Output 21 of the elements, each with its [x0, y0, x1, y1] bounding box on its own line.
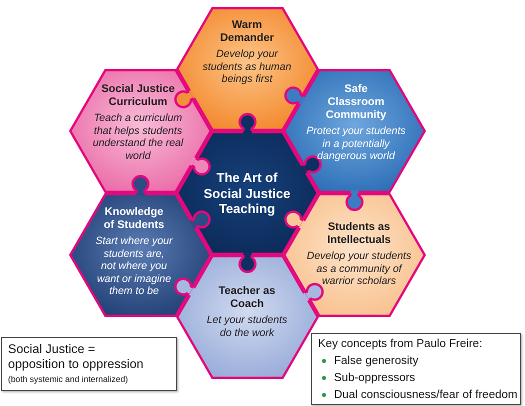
piece-description: Develop your students as human beings first	[202, 48, 292, 86]
note-heading: Key concepts from Paulo Freire:	[318, 337, 482, 351]
center-title: The Art of Social Justice Teaching	[202, 170, 292, 216]
note-box	[311, 333, 521, 405]
piece-description: Develop your students as a community of warrior scholars	[306, 250, 412, 288]
piece-description: Start where your students are, not where you want or imagine them to be	[95, 235, 173, 298]
piece-title: Knowledge of Students	[102, 206, 166, 232]
note-box	[1, 337, 177, 391]
piece-description: Protect your students in a potentially dangerous world	[305, 125, 407, 162]
piece-title: Warm Demander	[219, 19, 275, 45]
bullet-text: False generosity	[334, 354, 418, 368]
piece-title: Social Justice Curriculum	[100, 83, 176, 109]
bullet-text: Sub-oppressors	[334, 371, 416, 385]
piece-title: Students as Intellectuals	[326, 221, 392, 247]
note-subtext: (both systemic and internalized)	[8, 374, 128, 385]
piece-title: Safe Classroom Community	[324, 83, 388, 122]
piece-description: Teach a curriculum that helps students understand the real world	[92, 112, 184, 162]
piece-title: Teacher as Coach	[218, 285, 276, 311]
bullet-text: Dual consciousness/fear of freedom	[334, 388, 518, 402]
note-text: Social Justice = opposition to oppression	[8, 342, 145, 372]
piece-description: Let your students do the work	[206, 314, 288, 339]
